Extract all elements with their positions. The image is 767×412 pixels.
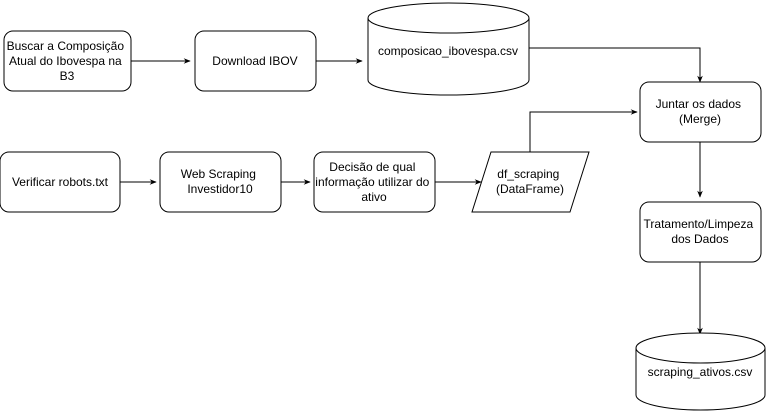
node-scraping-ativos-csv[interactable]: scraping_ativos.csv [635, 332, 766, 411]
node-juntar-line-1: Juntar os dados [656, 97, 741, 111]
node-decisao-informacao[interactable]: Decisão de qual informação utilizar do a… [313, 151, 436, 213]
node-decisao-line-1: Decisão de qual [329, 160, 415, 174]
node-tratamento-limpeza[interactable]: Tratamento/Limpeza dos Dados [639, 201, 762, 263]
edges [120, 47, 703, 335]
node-buscar-composicao[interactable]: Buscar a Composição Atual do Ibovespa na… [3, 30, 132, 92]
node-robots-label: Verificar robots.txt [12, 175, 109, 189]
node-webscraping-line-1: Web Scraping [181, 167, 256, 181]
node-dfscraping-line-2: (DataFrame) [496, 182, 564, 196]
node-dfscraping-line-1: df_scraping [497, 167, 559, 181]
node-verificar-robots[interactable]: Verificar robots.txt [0, 151, 121, 213]
node-juntar-dados[interactable]: Juntar os dados (Merge) [639, 81, 762, 143]
edge-composicao-to-juntar [529, 47, 703, 83]
node-df-scraping[interactable]: df_scraping (DataFrame) [471, 151, 590, 213]
node-download-label: Download IBOV [212, 54, 297, 68]
svg-text:scraping_ativos.csv: scraping_ativos.csv [648, 365, 753, 379]
node-tratamento-line-1: Tratamento/Limpeza [644, 217, 754, 231]
svg-text:Tratamento/Limpeza dos D: Tratamento/Limpeza dos Dados [644, 217, 757, 246]
node-composicao-csv[interactable]: composicao_ibovespa.csv [367, 2, 530, 96]
svg-text:composicao_ibovespa.csv: composicao_ibovespa.csv [378, 44, 518, 58]
node-webscraping-line-2: Investidor10 [187, 182, 253, 196]
node-decisao-line-2: informação utilizar do [315, 175, 429, 189]
svg-text:Web Scraping Investidor1: Web Scraping Investidor10 [181, 167, 260, 196]
svg-text:Download IBOV: Download IBOV [212, 54, 297, 68]
node-composicao-label: composicao_ibovespa.csv [378, 44, 518, 58]
svg-text:Verificar robots.txt: Verificar robots.txt [12, 175, 109, 189]
svg-text:df_scraping (DataFrame): df_scraping (DataFrame) [496, 167, 564, 196]
node-decisao-line-3: ativo [361, 190, 387, 204]
edge-dfscraping-to-juntar [529, 109, 638, 152]
node-buscar-line-2: Atual do Ibovespa na [9, 54, 122, 68]
node-buscar-line-1: Buscar a Composição [7, 39, 125, 53]
node-download-ibov[interactable]: Download IBOV [194, 30, 317, 92]
node-scrapingativos-label: scraping_ativos.csv [648, 365, 753, 379]
svg-text:Decisão de qual informaç: Decisão de qual informação utilizar do a… [315, 160, 432, 204]
node-juntar-line-2: (Merge) [679, 112, 721, 126]
node-buscar-line-3: B3 [60, 69, 75, 83]
svg-text:Juntar os dados (Merge): Juntar os dados (Merge) [656, 97, 745, 126]
svg-text:Buscar a Composição Atua: Buscar a Composição Atual do Ibovespa na… [7, 39, 128, 83]
node-tratamento-line-2: dos Dados [671, 232, 728, 246]
node-web-scraping[interactable]: Web Scraping Investidor10 [159, 151, 282, 213]
